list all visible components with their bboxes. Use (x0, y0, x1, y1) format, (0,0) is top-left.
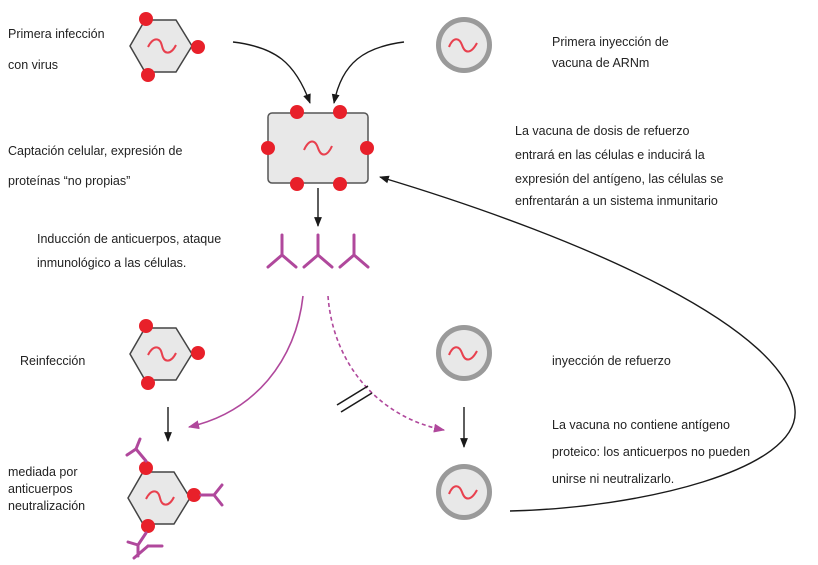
virus-particle-top (129, 12, 205, 82)
booster-vaccine-particle-bottom (436, 464, 492, 520)
label-reinfection: Reinfección (20, 354, 86, 368)
antibody-icon (125, 437, 148, 463)
antibody-icon (302, 233, 334, 269)
antibody-icon (266, 233, 298, 269)
cell-expressing-antigen (261, 105, 374, 191)
arrow-vaccine-to-cell (331, 41, 405, 104)
mrna-vaccine-particle-top (436, 17, 492, 73)
antibody-icon (132, 544, 164, 560)
virus-particle-reinfection (129, 319, 205, 390)
arrow-antibodies-to-neutralization (187, 295, 304, 430)
arrow-booster-back-to-cell (379, 175, 796, 512)
antibody-icon (126, 531, 148, 558)
arrow-antibodies-to-booster-blocked (327, 295, 446, 433)
booster-vaccine-particle (436, 325, 492, 381)
label-booster-injection: inyección de refuerzo (552, 354, 671, 368)
neutralized-virus (125, 437, 224, 560)
blocked-mark (336, 385, 373, 413)
antibody-icon (199, 483, 224, 507)
arrow-infection-to-cell (232, 41, 311, 104)
antibody-icon (338, 233, 370, 269)
antibody-group (266, 233, 370, 269)
